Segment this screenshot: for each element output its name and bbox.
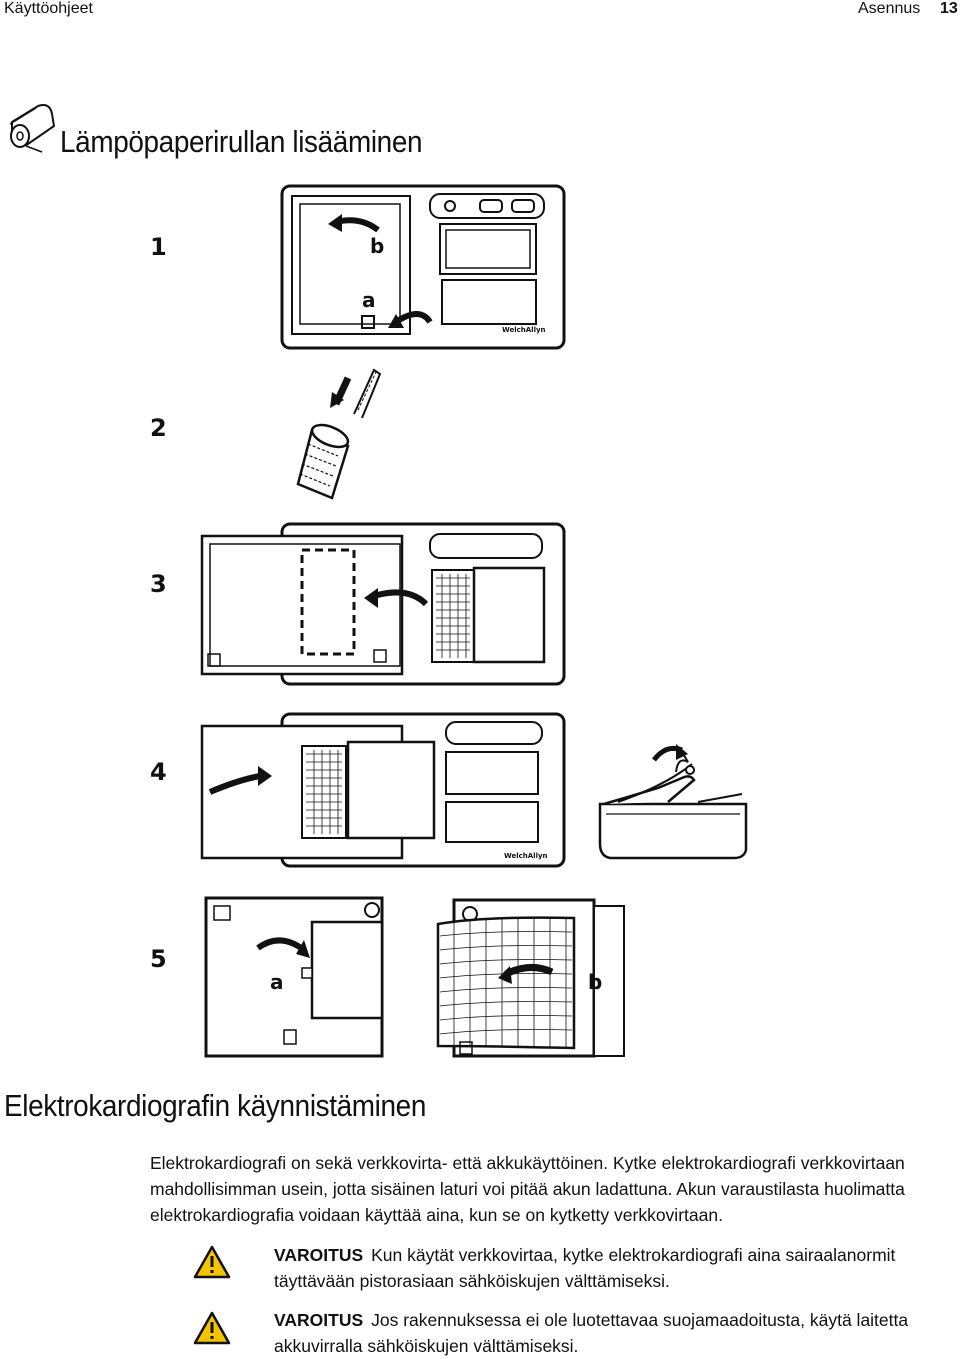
warning-label: VAROITUS: [274, 1310, 364, 1330]
step5b-illustration: [436, 898, 625, 1058]
step3-illustration: [200, 522, 566, 686]
step2-paper-roll-illustration: [296, 368, 382, 500]
svg-text:WelchAllyn: WelchAllyn: [502, 326, 546, 334]
warning-text-line2: akkuvirralla sähköiskujen välttämiseksi.: [274, 1336, 579, 1356]
warning-text-line1: Kun käytät verkkovirtaa, kytke elektroka…: [371, 1245, 896, 1265]
running-header-title: Käyttöohjeet: [4, 0, 93, 17]
step-number-3: 3: [150, 570, 167, 598]
warning-triangle-icon: [193, 1311, 231, 1345]
step4-illustration: WelchAllyn: [200, 712, 566, 868]
step4-side-view-illustration: [598, 744, 748, 860]
warning-triangle-icon: [193, 1245, 231, 1279]
section-title-startup: Elektrokardiografin käynnistäminen: [4, 1088, 426, 1123]
step-number-5: 5: [150, 945, 167, 973]
warning-block-1: VAROITUS Kun käytät verkkovirtaa, kytke e…: [274, 1242, 895, 1294]
body-paragraph: Elektrokardiografi on sekä verkkovirta- …: [150, 1150, 905, 1228]
figure-label-5a: a: [270, 970, 284, 994]
body-line-1: Elektrokardiografi on sekä verkkovirta- …: [150, 1153, 905, 1173]
svg-text:WelchAllyn: WelchAllyn: [504, 852, 548, 860]
warning-text-line2: täyttävään pistorasiaan sähköiskujen väl…: [274, 1271, 670, 1291]
step5a-illustration: [204, 896, 384, 1058]
body-line-2: mahdollisimman usein, jotta sisäinen lat…: [150, 1179, 905, 1199]
warning-text-line1: Jos rakennuksessa ei ole luotettavaa suo…: [371, 1310, 909, 1330]
step-number-4: 4: [150, 758, 167, 786]
figure-label-1b: b: [370, 234, 385, 258]
warning-label: VAROITUS: [274, 1245, 364, 1265]
step-number-1: 1: [150, 233, 167, 261]
body-line-3: elektrokardiografia voidaan käyttää aina…: [150, 1205, 723, 1225]
warning-block-2: VAROITUS Jos rakennuksessa ei ole luotett…: [274, 1307, 908, 1359]
step-number-2: 2: [150, 414, 167, 442]
step1-illustration: WelchAllyn: [280, 184, 566, 350]
figure-label-1a: a: [362, 288, 376, 312]
section-title-paper: Lämpöpaperirullan lisääminen: [60, 124, 423, 159]
page-number: 13: [940, 0, 958, 17]
running-header-section: Asennus: [858, 0, 921, 17]
paper-roll-icon: [9, 104, 56, 153]
figure-label-5b: b: [588, 970, 603, 994]
